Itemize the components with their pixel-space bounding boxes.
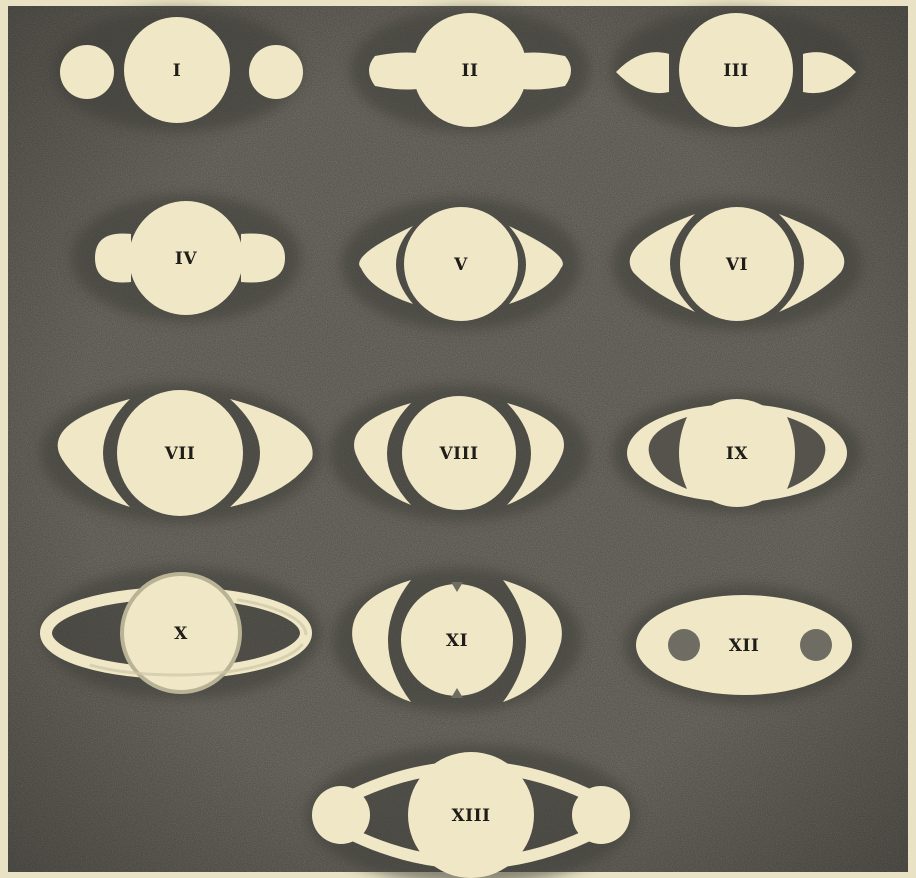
figure-ii: II bbox=[350, 8, 590, 132]
figure-x: X bbox=[41, 567, 321, 699]
figure-vii: VII bbox=[40, 383, 320, 523]
figure-numeral: III bbox=[723, 61, 748, 81]
figure-iii: III bbox=[611, 8, 861, 132]
figure-numeral: IX bbox=[726, 444, 748, 464]
figure-numeral: XII bbox=[729, 636, 760, 656]
figure-i: I bbox=[52, 8, 303, 132]
figure-xi: XI bbox=[332, 568, 582, 712]
figure-numeral: X bbox=[174, 624, 188, 644]
figure-numeral: VII bbox=[164, 444, 196, 464]
figure-numeral: VIII bbox=[438, 444, 478, 464]
figure-vi: VI bbox=[612, 198, 862, 330]
figure-numeral: XIII bbox=[451, 806, 490, 826]
figure-numeral: I bbox=[173, 61, 181, 81]
figure-xii: XII bbox=[624, 585, 864, 705]
figure-numeral: XI bbox=[446, 631, 468, 651]
figure-v: V bbox=[341, 198, 581, 330]
figure-ix: IX bbox=[612, 393, 862, 513]
figure-numeral: V bbox=[453, 255, 468, 275]
figure-numeral: II bbox=[462, 61, 479, 81]
figure-numeral: VI bbox=[725, 255, 748, 275]
figure-viii: VIII bbox=[329, 385, 589, 521]
figure-numeral: IV bbox=[175, 249, 197, 269]
figure-iv: IV bbox=[71, 194, 301, 322]
